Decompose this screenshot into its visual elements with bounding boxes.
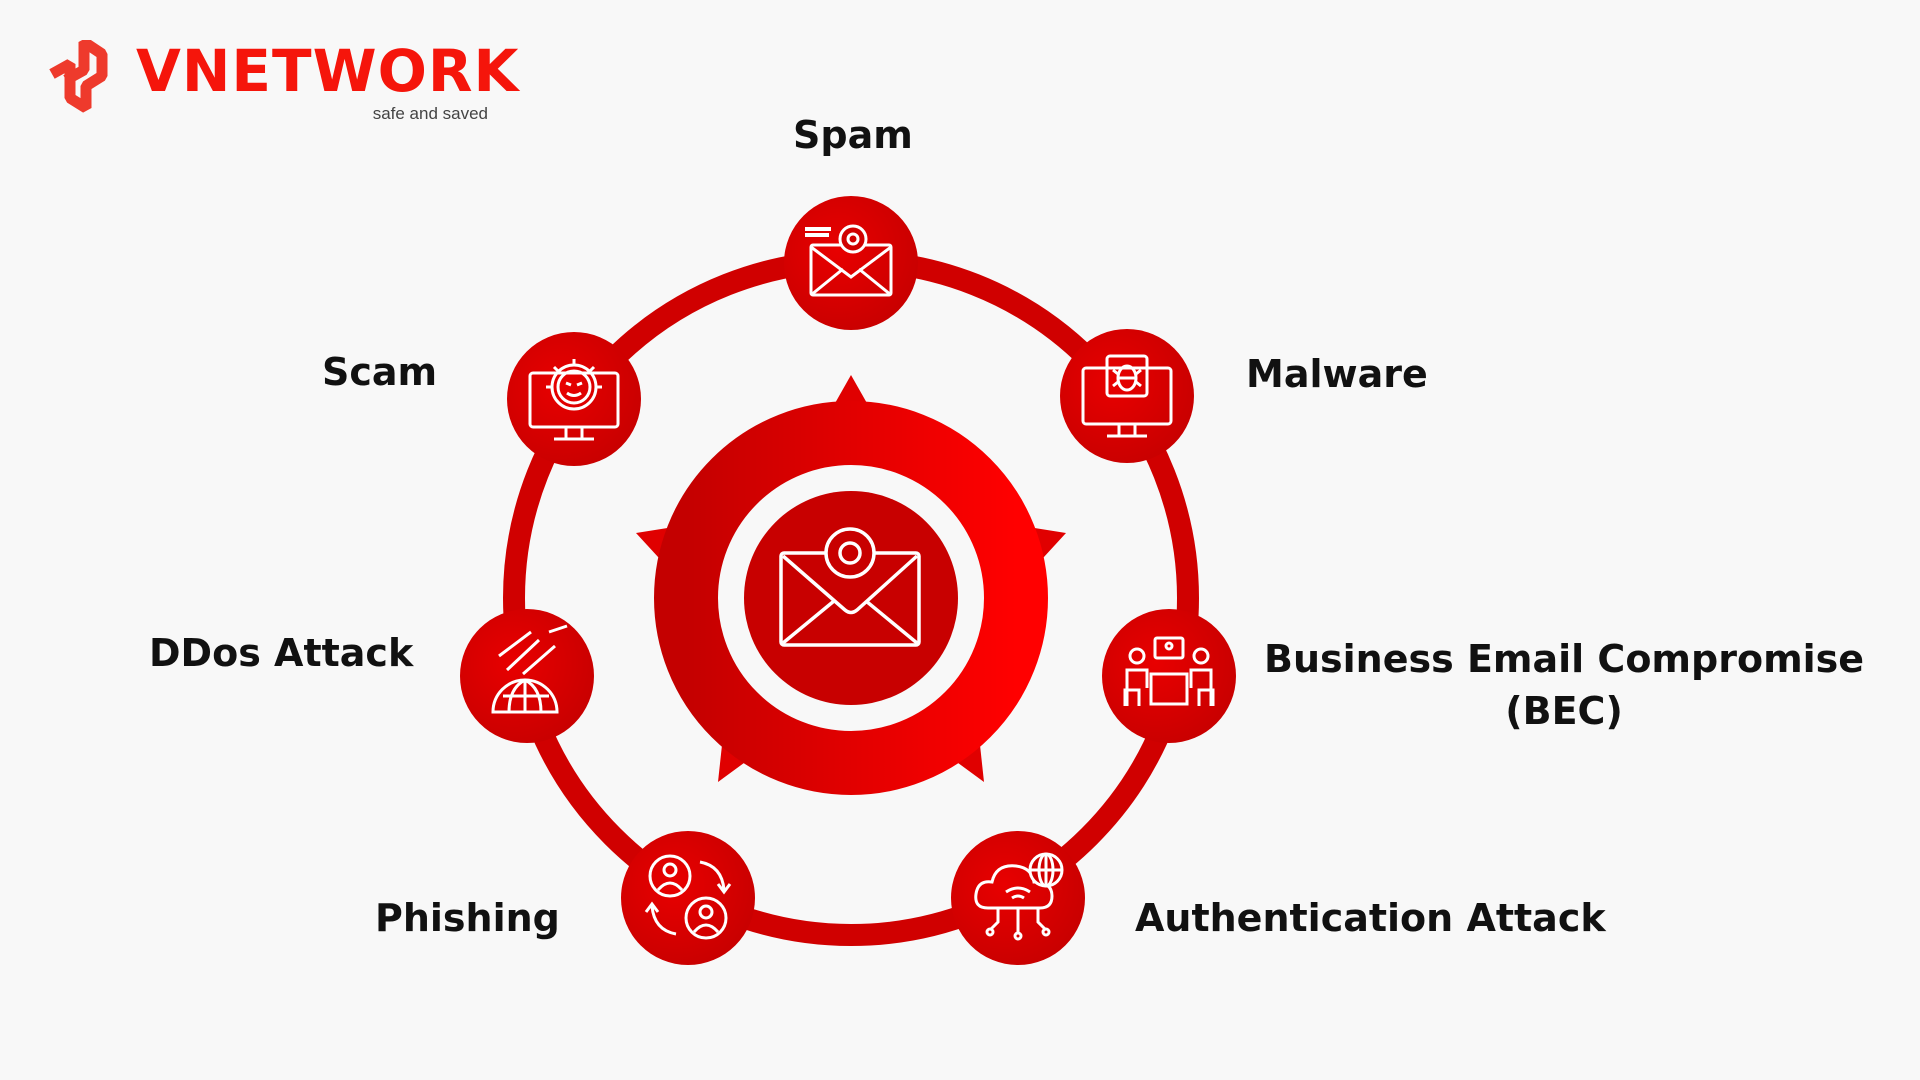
bug-monitor-icon xyxy=(1081,354,1173,438)
label-text-line2: (BEC) xyxy=(1505,689,1623,733)
spam-mail-icon xyxy=(805,224,893,297)
label-phishing: Phishing xyxy=(375,896,560,940)
label-text: Phishing xyxy=(375,896,560,940)
label-text: DDos Attack xyxy=(149,631,414,675)
email-at-icon xyxy=(779,527,921,647)
node-phishing xyxy=(621,831,755,965)
missile-globe-icon xyxy=(491,624,568,714)
center-hub xyxy=(636,375,1066,795)
logo-brand: VNETWORK xyxy=(136,37,520,105)
label-text: Business Email Compromise xyxy=(1264,637,1865,681)
label-spam: Spam xyxy=(793,113,913,157)
user-swap-icon xyxy=(644,854,732,940)
logo-mark-icon xyxy=(49,40,108,113)
label-ddos-attack: DDos Attack xyxy=(149,631,413,675)
node-authentication-attack xyxy=(951,831,1085,965)
virus-monitor-icon xyxy=(528,359,620,441)
node-business-email-compromise xyxy=(1102,609,1236,743)
label-authentication-attack: Authentication Attack xyxy=(1135,896,1606,940)
label-business-email-compromise: Business Email Compromise (BEC) xyxy=(1264,637,1864,733)
logo-tagline: safe and saved xyxy=(372,104,488,123)
node-malware xyxy=(1060,329,1194,463)
cloud-network-icon xyxy=(974,852,1064,941)
label-text: Spam xyxy=(793,113,913,157)
node-ddos-attack xyxy=(460,609,594,743)
label-text: Authentication Attack xyxy=(1135,896,1606,940)
vnetwork-logo: VNETWORK safe and saved xyxy=(48,40,519,130)
node-scam xyxy=(507,332,641,466)
meeting-icon xyxy=(1123,636,1215,706)
label-text: Malware xyxy=(1246,352,1428,396)
node-spam xyxy=(784,196,918,330)
label-malware: Malware xyxy=(1246,352,1428,396)
label-text: Scam xyxy=(322,350,438,394)
label-scam: Scam xyxy=(322,350,437,394)
